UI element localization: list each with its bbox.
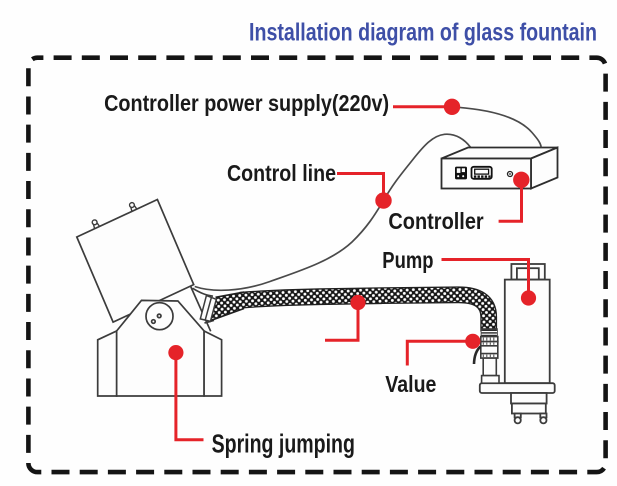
svg-text:Pump: Pump xyxy=(382,247,433,273)
svg-text:Controller power supply(220v): Controller power supply(220v) xyxy=(104,90,389,116)
svg-text:Control line: Control line xyxy=(227,160,336,186)
svg-text:Controller: Controller xyxy=(388,208,483,234)
svg-text:Installation diagram of glass: Installation diagram of glass fountain xyxy=(249,19,597,47)
svg-text:Spring jumping: Spring jumping xyxy=(212,430,355,458)
svg-text:Value: Value xyxy=(385,371,436,397)
